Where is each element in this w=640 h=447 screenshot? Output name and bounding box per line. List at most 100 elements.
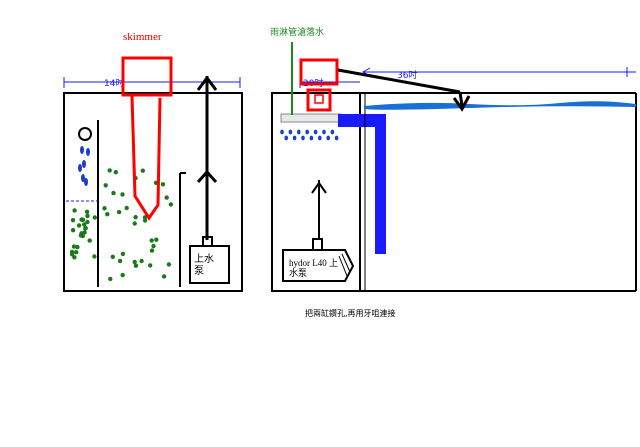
water-surface bbox=[364, 101, 636, 110]
rain-pipe-label: 雨淋管滄落水 bbox=[270, 26, 324, 38]
bio-ball bbox=[92, 254, 97, 259]
width-left-label: 14吋 bbox=[104, 78, 124, 89]
bio-ball bbox=[151, 243, 156, 249]
left-pump-label-2: 泵 bbox=[194, 265, 204, 277]
right-pump-outlet bbox=[312, 238, 323, 251]
middle-return-flow bbox=[311, 180, 327, 240]
bio-ball bbox=[120, 192, 125, 197]
bubble bbox=[82, 160, 86, 168]
bio-ball bbox=[120, 251, 126, 257]
bio-ball bbox=[82, 230, 87, 235]
bio-ball bbox=[132, 259, 137, 265]
bio-ball bbox=[105, 212, 110, 217]
bio-ball bbox=[149, 238, 154, 243]
arrow-down-icon bbox=[452, 95, 471, 112]
skimmer-head bbox=[121, 56, 173, 97]
drip-dot bbox=[305, 129, 310, 135]
drip-dot bbox=[326, 135, 331, 141]
bio-ball bbox=[92, 215, 98, 220]
left-tank bbox=[63, 92, 243, 292]
bio-ball bbox=[78, 233, 84, 238]
bio-ball bbox=[85, 219, 90, 225]
bio-ball bbox=[154, 237, 159, 242]
bio-ball bbox=[111, 190, 116, 196]
bio-ball bbox=[160, 182, 166, 187]
bio-ball bbox=[124, 205, 129, 211]
bio-ball bbox=[117, 258, 123, 264]
bio-ball bbox=[161, 274, 167, 279]
bio-ball bbox=[71, 244, 77, 249]
rain-pipe: 雨淋管滄落水 bbox=[270, 26, 324, 115]
drip-dot bbox=[322, 129, 326, 135]
drip-dot bbox=[330, 129, 335, 135]
arrow-up-icon bbox=[196, 75, 218, 91]
skimmer-body bbox=[130, 95, 162, 221]
right-pump-body bbox=[282, 249, 355, 282]
bio-ball bbox=[142, 215, 148, 220]
drip-dot bbox=[297, 129, 301, 135]
right-pump-label-1: hydor L40 上 bbox=[289, 258, 338, 268]
bubble bbox=[80, 146, 84, 154]
bio-ball bbox=[148, 263, 153, 268]
drip-dot bbox=[334, 135, 339, 141]
bio-ball bbox=[149, 248, 155, 253]
bio-ball bbox=[168, 202, 174, 207]
overflow-box bbox=[299, 58, 339, 112]
bio-ball bbox=[139, 258, 144, 264]
left-pump-outlet bbox=[202, 236, 213, 247]
bubble bbox=[84, 178, 88, 186]
bio-ball bbox=[75, 244, 80, 250]
drip-dot bbox=[301, 135, 305, 141]
bubble bbox=[86, 148, 90, 156]
skimmer: skimmer bbox=[121, 31, 173, 221]
bio-ball bbox=[133, 215, 138, 220]
rain-tray bbox=[280, 113, 342, 123]
bio-ball bbox=[80, 217, 85, 222]
right-tank bbox=[360, 92, 637, 292]
bio-ball bbox=[142, 218, 148, 223]
bio-ball bbox=[85, 213, 90, 219]
bio-ball bbox=[70, 228, 76, 233]
bio-ball bbox=[72, 255, 77, 260]
drip-dot bbox=[313, 129, 318, 135]
bio-ball bbox=[72, 208, 77, 213]
middle-tank bbox=[271, 92, 361, 292]
bio-ball bbox=[84, 209, 90, 214]
bio-ball bbox=[87, 238, 92, 243]
bio-ball bbox=[76, 223, 82, 228]
bio-ball bbox=[69, 252, 75, 257]
bubble bbox=[78, 164, 82, 172]
left-pump-label-1: 上水 bbox=[194, 253, 214, 265]
bio-ball bbox=[166, 262, 172, 267]
bio-ball bbox=[133, 263, 139, 268]
left-inlet-circle-icon bbox=[78, 127, 92, 141]
bio-ball bbox=[70, 218, 76, 223]
caption: 把兩缸鑽孔,再用牙咀連接 bbox=[305, 308, 396, 318]
arrow-up-icon bbox=[196, 169, 218, 184]
bubble bbox=[81, 174, 85, 182]
dimension-right: 36吋 bbox=[361, 67, 636, 81]
middle-tank-outline bbox=[271, 92, 361, 292]
bio-ball bbox=[164, 195, 169, 200]
bio-ball bbox=[140, 168, 145, 173]
bio-ball bbox=[83, 225, 88, 231]
bio-ball bbox=[107, 168, 112, 173]
drip-dot bbox=[292, 135, 297, 141]
bio-ball bbox=[113, 170, 119, 175]
bio-ball bbox=[120, 272, 125, 278]
left-pump: 上水 泵 bbox=[189, 236, 230, 284]
bio-ball bbox=[102, 206, 107, 211]
left-bio-media bbox=[69, 168, 174, 282]
bio-ball bbox=[103, 183, 108, 188]
left-bubbles bbox=[78, 146, 90, 186]
drip-dot bbox=[288, 129, 293, 135]
bio-ball bbox=[110, 254, 116, 259]
left-tank-outline bbox=[63, 92, 243, 292]
middle-drip-dots bbox=[280, 129, 339, 141]
bio-ball bbox=[132, 221, 137, 226]
right-pump: hydor L40 上 水泵 bbox=[282, 238, 355, 282]
return-pipe bbox=[338, 114, 386, 254]
bio-ball bbox=[74, 250, 79, 255]
